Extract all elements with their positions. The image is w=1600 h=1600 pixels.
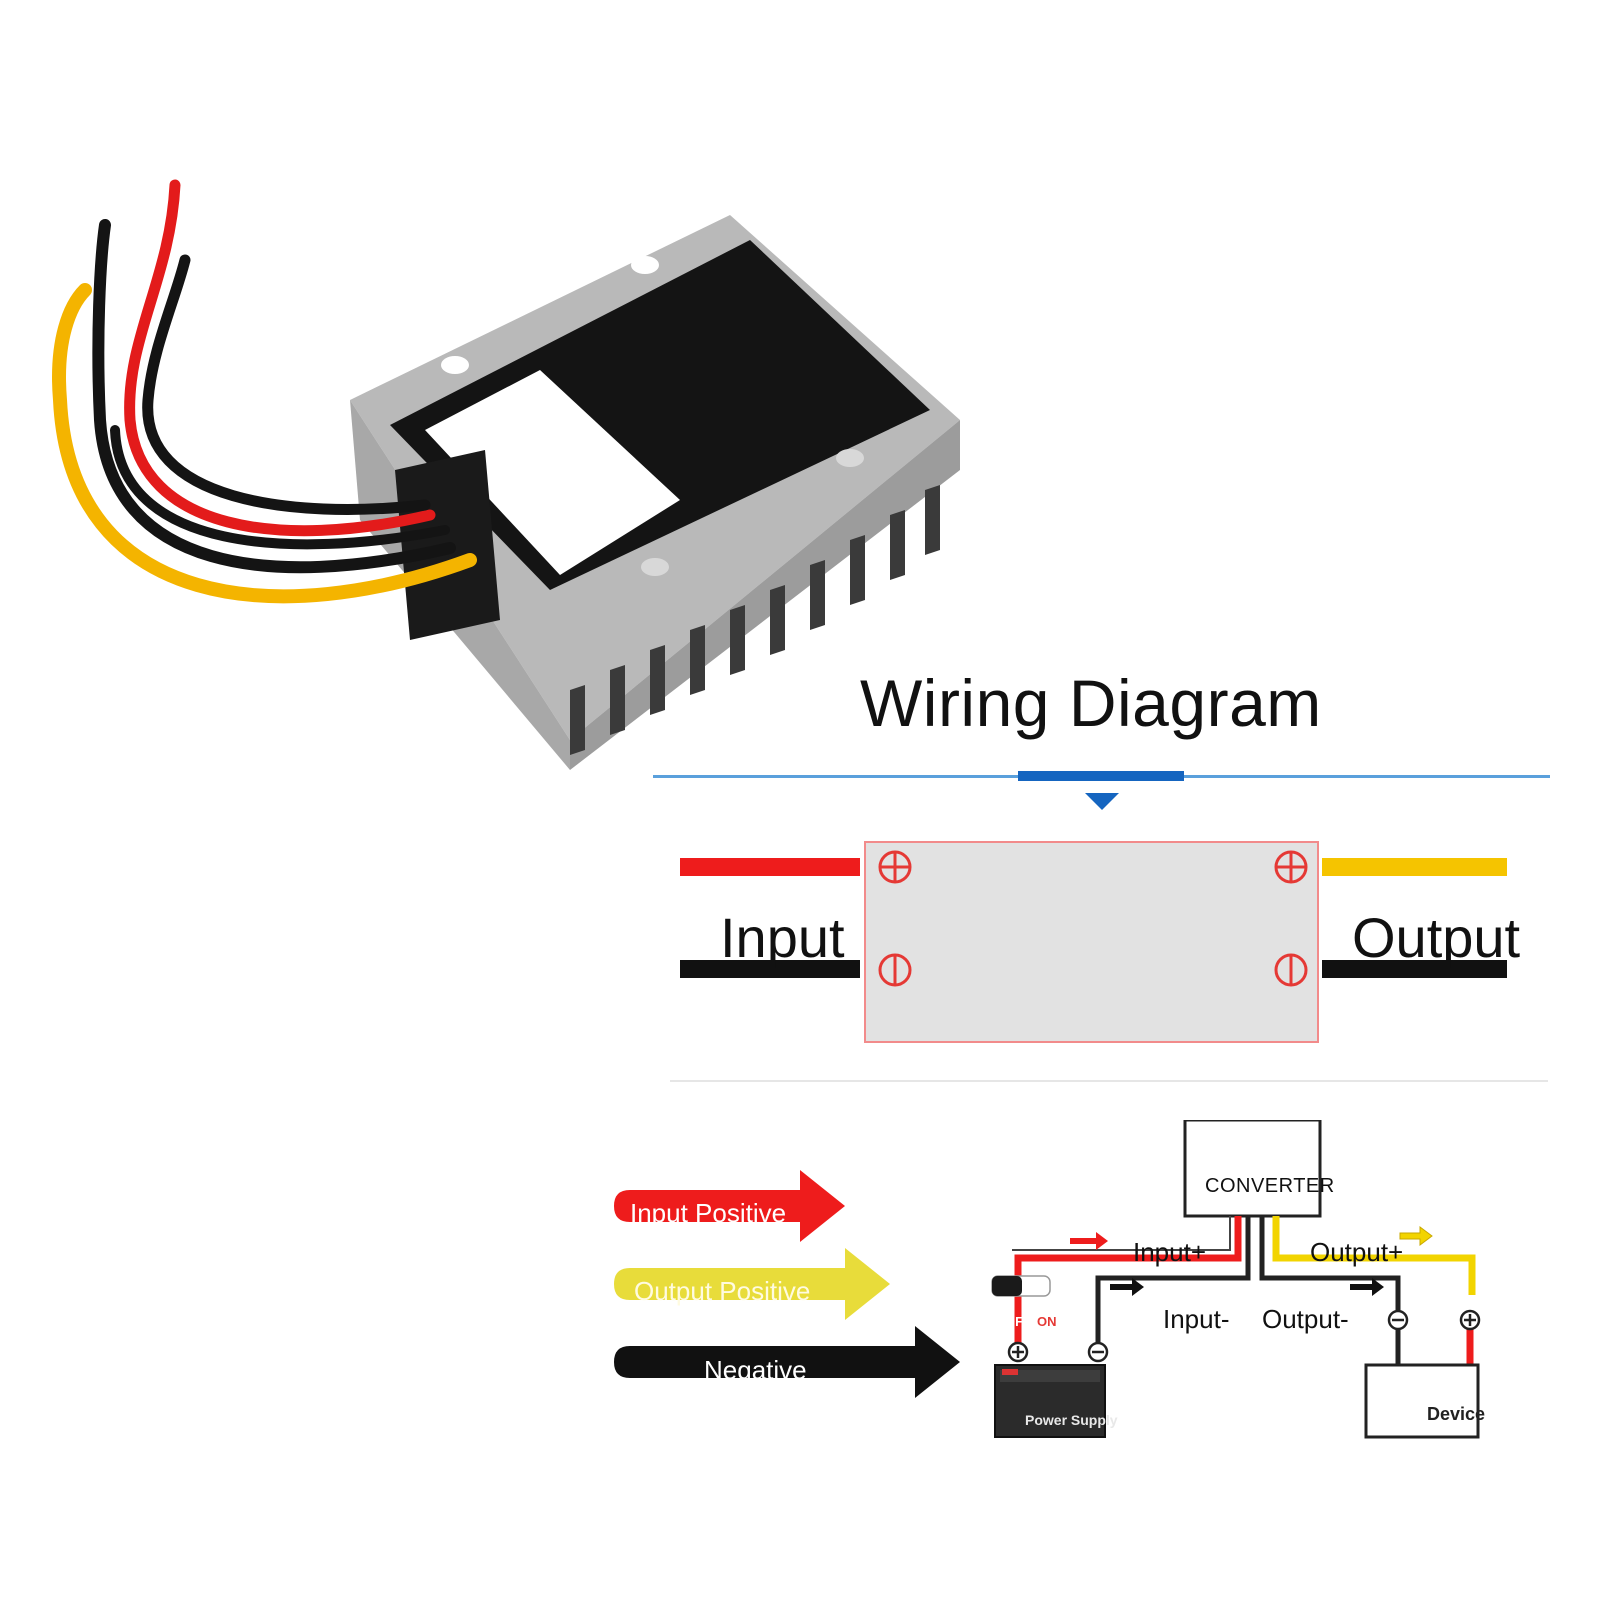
input-plus-label: Input+ bbox=[1133, 1237, 1207, 1267]
input-label: Input bbox=[720, 906, 845, 969]
output-plus-arrow-icon bbox=[1399, 1226, 1433, 1246]
negative-arrow-icon bbox=[614, 1326, 960, 1398]
input-minus-label: Input- bbox=[1163, 1304, 1230, 1334]
converter-label: CONVERTER bbox=[1205, 1175, 1335, 1197]
input-negative-terminal-icon bbox=[878, 953, 912, 987]
input-negative-line bbox=[1095, 1216, 1251, 1345]
input-minus-arrow-icon bbox=[1110, 1278, 1144, 1296]
device-box bbox=[1364, 1363, 1480, 1439]
output-positive-line bbox=[1272, 1216, 1476, 1295]
page-title: Wiring Diagram bbox=[860, 666, 1322, 740]
output-positive-arrow-icon bbox=[614, 1248, 890, 1320]
switch-off-label: OFF bbox=[1005, 1314, 1031, 1329]
input-negative-wire bbox=[680, 960, 860, 978]
down-arrow-icon bbox=[1085, 793, 1119, 810]
legend-input-positive-label: Input Positive bbox=[630, 1198, 787, 1228]
converter-box bbox=[1183, 1120, 1322, 1218]
switch-on-label: ON bbox=[1037, 1314, 1057, 1329]
converter-block-diagram bbox=[680, 841, 1507, 1043]
output-minus-label: Output- bbox=[1262, 1304, 1349, 1334]
wire-color-legend bbox=[614, 1170, 960, 1398]
input-positive-line bbox=[1014, 1216, 1242, 1345]
output-negative-wire bbox=[1322, 960, 1507, 978]
output-negative-terminal-icon bbox=[1274, 953, 1308, 987]
title-underline-accent bbox=[1018, 771, 1184, 781]
input-plus-arrow-icon bbox=[1070, 1232, 1108, 1250]
output-label: Output bbox=[1352, 906, 1521, 969]
wire-bundle bbox=[52, 179, 477, 604]
output-minus-arrow-icon bbox=[1350, 1278, 1384, 1296]
power-supply-label: Power Supply bbox=[1025, 1412, 1118, 1428]
output-plus-label: Output+ bbox=[1310, 1237, 1404, 1267]
section-divider bbox=[670, 1080, 1548, 1082]
output-positive-terminal-icon bbox=[1274, 850, 1308, 884]
converter-module-box bbox=[864, 841, 1319, 1043]
legend-negative-label: Negative bbox=[704, 1355, 807, 1385]
input-positive-arrow-icon bbox=[614, 1170, 845, 1242]
input-positive-terminal-icon bbox=[878, 850, 912, 884]
converter-product-illustration bbox=[52, 179, 960, 770]
output-positive-wire bbox=[1322, 858, 1507, 876]
wiring-schematic bbox=[991, 1120, 1481, 1439]
input-positive-wire bbox=[680, 858, 860, 876]
legend-output-positive-label: Output Positive bbox=[634, 1276, 811, 1306]
device-label: Device bbox=[1427, 1404, 1486, 1424]
